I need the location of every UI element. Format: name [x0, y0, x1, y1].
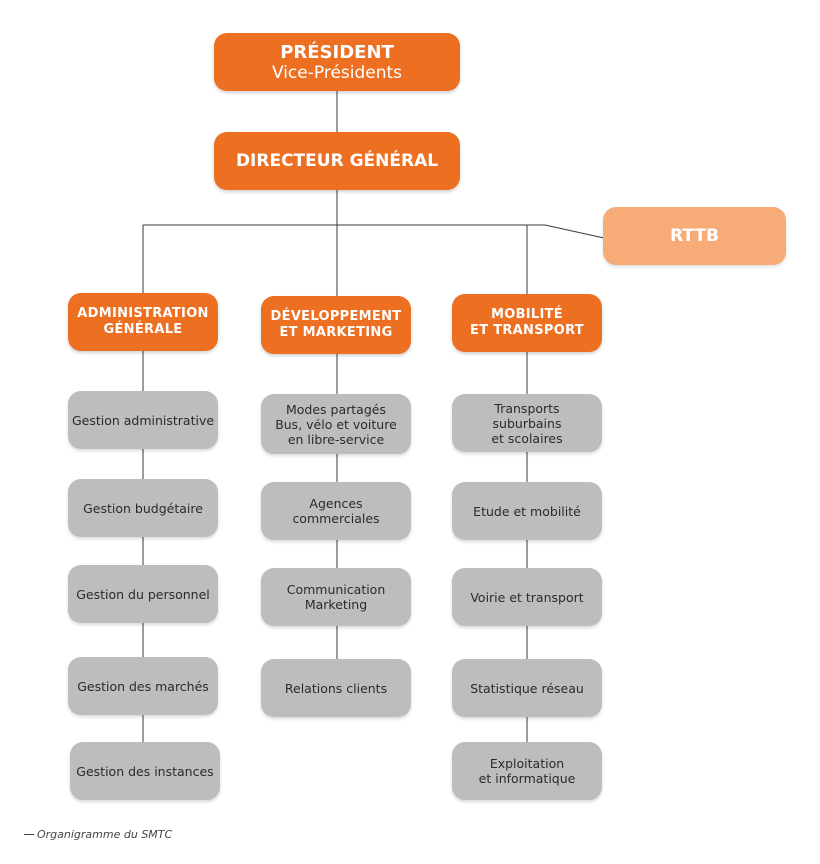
unit-label: Etude et mobilité [473, 503, 581, 519]
rttb-box: RTTB [603, 207, 786, 265]
dept-administration: ADMINISTRATION GÉNÉRALE [68, 293, 218, 351]
dept-title-line: ET TRANSPORT [470, 323, 584, 338]
unit-transports-suburbains: Transports suburbains et scolaires [452, 394, 602, 452]
dept-title-line: ADMINISTRATION [77, 306, 209, 321]
unit-relations-clients: Relations clients [261, 659, 411, 717]
unit-label: Transports [494, 400, 560, 416]
director-box: DIRECTEUR GÉNÉRAL [214, 132, 460, 190]
unit-label: Gestion du personnel [76, 586, 210, 602]
unit-statistique-reseau: Statistique réseau [452, 659, 602, 717]
unit-label: en libre-service [287, 431, 385, 447]
unit-label: Gestion des marchés [77, 678, 209, 694]
unit-agences-commerciales: Agences commerciales [261, 482, 411, 540]
dept-developpement: DÉVELOPPEMENT ET MARKETING [261, 296, 411, 354]
unit-etude-mobilite: Etude et mobilité [452, 482, 602, 540]
dept-mobilite: MOBILITÉ ET TRANSPORT [452, 294, 602, 352]
connector-rttb [544, 224, 605, 239]
unit-label: Gestion des instances [76, 763, 214, 779]
figure-caption: Organigramme du SMTC [24, 828, 172, 841]
unit-gestion-budgetaire: Gestion budgétaire [68, 479, 218, 537]
unit-gestion-personnel: Gestion du personnel [68, 565, 218, 623]
unit-gestion-marches: Gestion des marchés [68, 657, 218, 715]
unit-gestion-administrative: Gestion administrative [68, 391, 218, 449]
unit-label: Modes partagés [286, 401, 386, 417]
unit-label: Gestion administrative [71, 412, 215, 428]
unit-label: suburbains [492, 415, 562, 431]
unit-label: Voirie et transport [470, 589, 584, 605]
president-box: PRÉSIDENT Vice-Présidents [214, 33, 460, 91]
president-title: PRÉSIDENT [280, 41, 394, 63]
unit-label: Gestion budgétaire [83, 500, 203, 516]
unit-gestion-instances: Gestion des instances [70, 742, 220, 800]
director-title: DIRECTEUR GÉNÉRAL [235, 151, 439, 171]
unit-label: commerciales [292, 511, 380, 526]
unit-voirie-transport: Voirie et transport [452, 568, 602, 626]
unit-label: Statistique réseau [470, 680, 584, 696]
unit-modes-partages: Modes partagés Bus, vélo et voiture en l… [261, 394, 411, 454]
unit-label: et informatique [478, 771, 576, 786]
unit-label: Exploitation [489, 756, 565, 771]
unit-label: Bus, vélo et voiture [275, 416, 397, 432]
unit-label: Relations clients [284, 680, 388, 696]
dept-title-line: ET MARKETING [279, 325, 393, 340]
caption-dash [24, 834, 34, 835]
vice-presidents-label: Vice-Présidents [271, 62, 403, 83]
dept-title-line: DÉVELOPPEMENT [270, 309, 402, 324]
unit-label: Agences [309, 496, 363, 511]
unit-label: et scolaires [491, 430, 563, 446]
unit-label: Marketing [304, 597, 368, 612]
unit-exploitation-informatique: Exploitation et informatique [452, 742, 602, 800]
dept-title-line: GÉNÉRALE [103, 322, 183, 337]
unit-communication-marketing: Communication Marketing [261, 568, 411, 626]
caption-text: Organigramme du SMTC [37, 828, 173, 841]
dept-title-line: MOBILITÉ [490, 307, 563, 322]
unit-label: Communication [286, 582, 386, 597]
rttb-label: RTTB [670, 226, 719, 246]
